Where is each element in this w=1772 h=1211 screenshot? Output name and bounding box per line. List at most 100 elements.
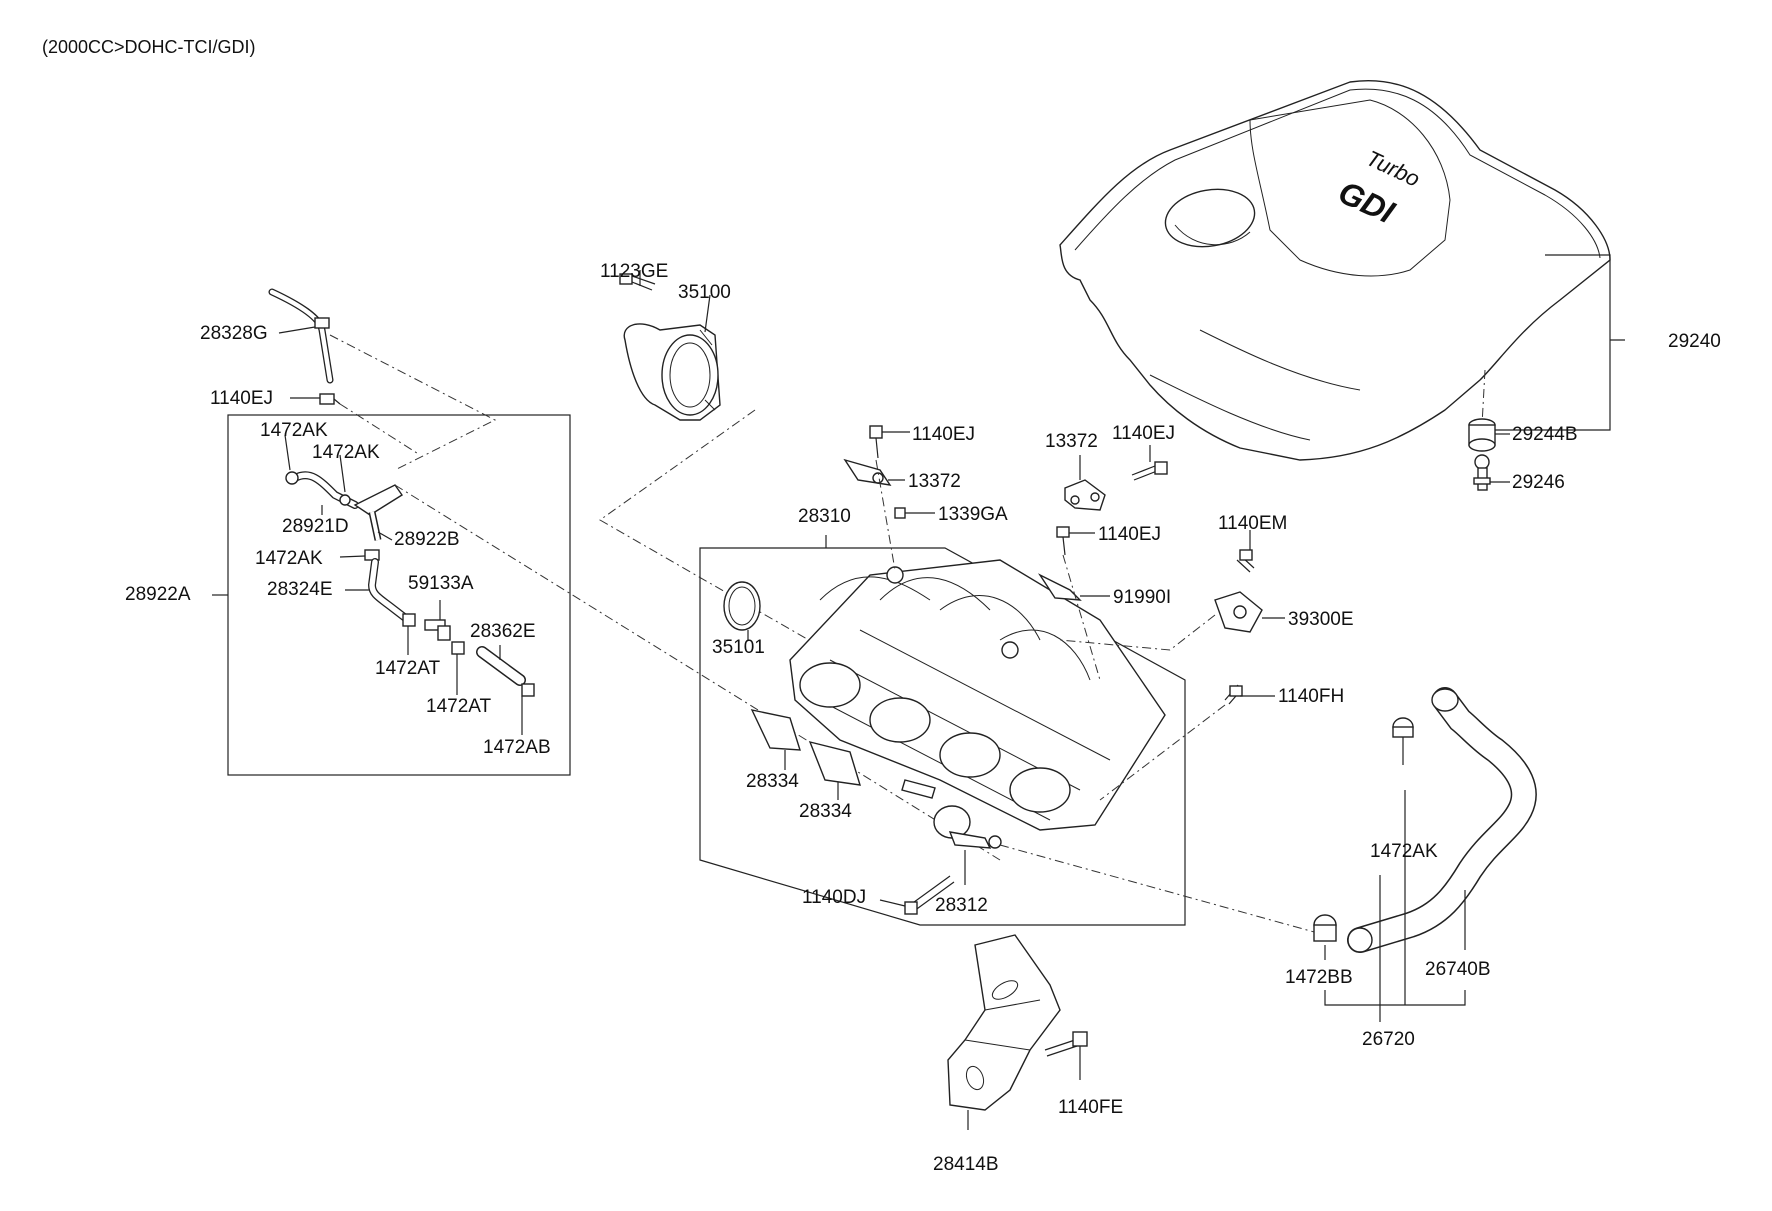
label-1472ak-1: 1472AK <box>260 420 328 441</box>
label-1140fh: 1140FH <box>1278 686 1345 707</box>
dash-1140ej-lower <box>1062 554 1101 681</box>
label-1140em: 1140EM <box>1218 513 1288 534</box>
bracket-29240 <box>1495 254 1625 431</box>
bracket-26720 <box>1324 790 1466 1022</box>
label-26720: 26720 <box>1362 1029 1415 1050</box>
dash-1140fh <box>1099 704 1226 801</box>
clamp-1472bb <box>1313 914 1337 942</box>
hose-28328g <box>268 288 334 384</box>
stud-29246 <box>1473 454 1491 491</box>
leader-1140dj <box>879 899 906 907</box>
bolt-1140em <box>1236 549 1255 573</box>
label-1472at-2: 1472AT <box>426 696 492 717</box>
dash-39300e <box>1059 614 1216 651</box>
label-1140ej-mid: 1140EJ <box>912 424 976 445</box>
label-1123ge: 1123GE <box>600 261 669 282</box>
hose-28362e <box>476 646 526 686</box>
dash-box-to-manifold <box>394 484 1001 861</box>
bracket-91990i <box>1038 573 1082 601</box>
clamp-1472ab <box>521 683 535 697</box>
label-28310: 28310 <box>798 506 851 527</box>
label-91990i: 91990I <box>1113 587 1172 608</box>
gasket-28334-b <box>808 740 861 786</box>
bolt-1140ej-lower <box>1056 526 1070 556</box>
dash-35100 <box>599 409 1036 771</box>
leader-1472ak-2 <box>339 454 346 493</box>
label-1472at-1: 1472AT <box>375 658 441 679</box>
dash-28312 <box>999 844 1326 936</box>
bolt-1140fh <box>1224 684 1243 705</box>
bolt-1140fe <box>1044 1031 1088 1057</box>
label-26740b: 26740B <box>1425 959 1491 980</box>
bracket-28414b <box>947 934 1061 1111</box>
hose-26740b <box>1347 687 1537 953</box>
clamp-1472at-1 <box>402 613 416 627</box>
label-35101: 35101 <box>712 637 765 658</box>
label-1339ga: 1339GA <box>938 504 1008 525</box>
clamp-1472at-2 <box>451 641 465 655</box>
label-28324e: 28324E <box>267 579 333 600</box>
label-29244b: 29244B <box>1512 424 1578 445</box>
label-1472ak-right: 1472AK <box>1370 841 1438 862</box>
label-28362e: 28362E <box>470 621 536 642</box>
label-28334-b: 28334 <box>799 801 852 822</box>
hose-28921d <box>285 471 359 509</box>
label-1140ej-lower: 1140EJ <box>1098 524 1162 545</box>
label-29240: 29240 <box>1668 331 1721 352</box>
bolt-1140ej-left <box>319 393 341 405</box>
dash-1140ej-left <box>339 403 421 456</box>
label-28312: 28312 <box>935 895 988 916</box>
sensor-39300e <box>1214 591 1263 633</box>
label-1472ab: 1472AB <box>483 737 551 758</box>
dash-29244b <box>1481 369 1486 426</box>
diagram-header: (2000CC>DOHC-TCI/GDI) <box>42 37 256 57</box>
bolt-1123ge <box>619 273 656 291</box>
label-1472bb: 1472BB <box>1285 967 1353 988</box>
label-39300e: 39300E <box>1288 609 1354 630</box>
hose-28324e <box>367 558 412 624</box>
label-13372-a: 13372 <box>908 471 961 492</box>
bolt-1140ej-mid <box>869 425 883 459</box>
grommet-29244b <box>1468 418 1496 452</box>
label-35100: 35100 <box>678 282 731 303</box>
leader-28922b <box>377 531 393 541</box>
sensor-28312 <box>933 805 1002 849</box>
bolt-1140dj <box>904 875 955 915</box>
dash-28328g <box>329 334 497 471</box>
bolt-1140ej-right <box>1131 461 1168 481</box>
label-59133a: 59133A <box>408 573 474 594</box>
label-1140ej-right: 1140EJ <box>1112 423 1176 444</box>
bolt-manifold-inner <box>901 779 936 799</box>
bracket-13372-b <box>1064 479 1106 511</box>
label-1140ej-left: 1140EJ <box>210 388 274 409</box>
clamp-1472ak-right <box>1392 717 1414 738</box>
label-28922a: 28922A <box>125 584 191 605</box>
bracket-13372-a <box>843 458 892 486</box>
label-1472ak-3: 1472AK <box>255 548 323 569</box>
leader-1472ak-1 <box>284 434 291 471</box>
leader-28328g <box>278 326 316 334</box>
valve-59133a <box>424 619 451 641</box>
fitting-28922b <box>353 484 403 541</box>
leader-1472ak-lower <box>339 555 366 558</box>
label-28414b: 28414B <box>933 1154 999 1175</box>
intake-manifold-28310 <box>789 559 1166 831</box>
bolt-1339ga <box>894 507 906 519</box>
label-28921d: 28921D <box>282 516 349 537</box>
label-29246: 29246 <box>1512 472 1565 493</box>
label-28328g: 28328G <box>200 323 268 344</box>
label-1472ak-2: 1472AK <box>312 442 380 463</box>
throttle-body-35100 <box>623 323 721 421</box>
label-1140fe: 1140FE <box>1058 1097 1124 1118</box>
label-1140dj: 1140DJ <box>802 887 867 908</box>
gasket-28334-a <box>750 709 801 751</box>
gasket-35101 <box>723 581 761 631</box>
label-28922b: 28922B <box>394 529 460 550</box>
label-28334-a: 28334 <box>746 771 799 792</box>
leader-35100 <box>704 294 711 333</box>
label-13372-b: 13372 <box>1045 431 1098 452</box>
engine-cover-29240 <box>1059 80 1611 461</box>
assembly-box-28310 <box>699 547 1186 926</box>
